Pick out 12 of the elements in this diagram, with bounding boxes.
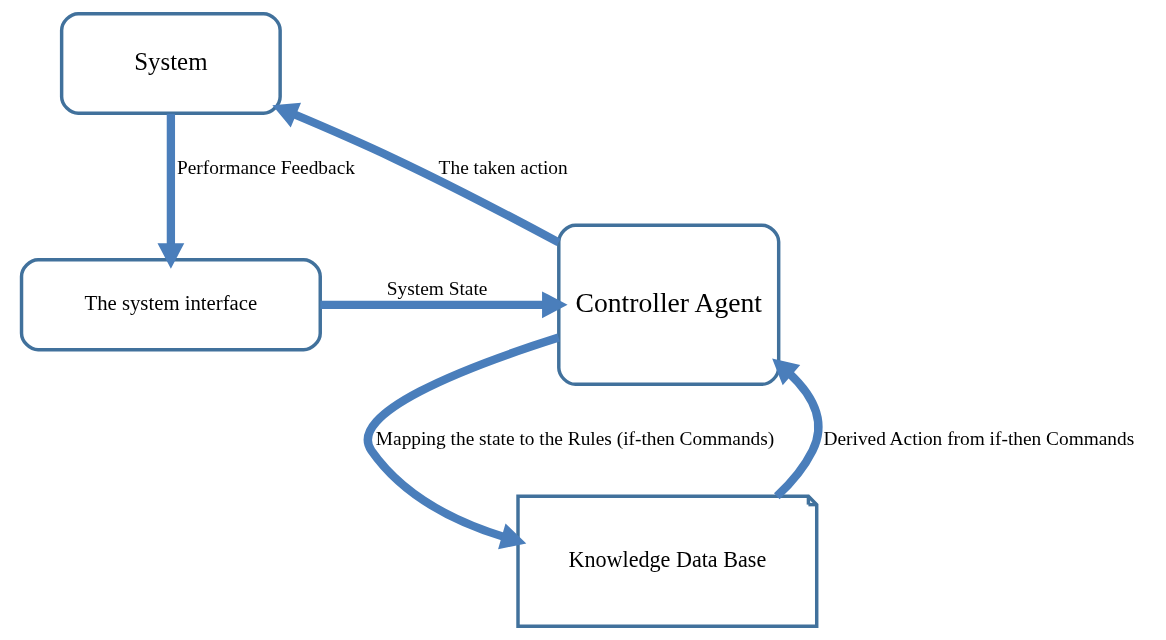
edge-label: Derived Action from if-then Commands xyxy=(823,428,1135,450)
edge-label: System State xyxy=(386,278,488,300)
node-box: The system interface xyxy=(19,258,322,352)
arrow xyxy=(272,102,561,247)
node-box: System xyxy=(59,11,282,115)
arrow xyxy=(320,291,568,319)
edge-label: The taken action xyxy=(438,157,568,179)
node-box: Controller Agent xyxy=(557,223,781,387)
edge-label: Performance Feedback xyxy=(176,157,355,179)
arrow xyxy=(772,358,823,500)
arrow xyxy=(157,113,185,269)
edge-label: Mapping the state to the Rules (if-then Commands) xyxy=(375,428,775,450)
